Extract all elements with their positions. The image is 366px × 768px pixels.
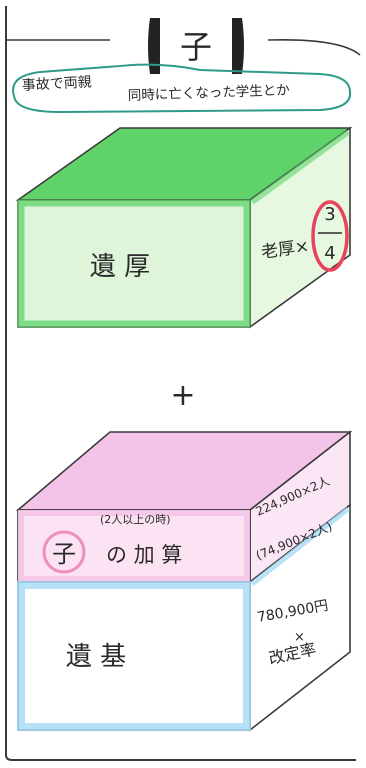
bottom-box-front-lower [18, 582, 250, 730]
plus-sign: + [170, 378, 195, 413]
header-title-text: 子 [180, 28, 212, 66]
note-line2: 同時に亡くなった学生とか [128, 82, 291, 104]
bracket-right-shape [232, 18, 244, 74]
fraction-denominator: 4 [324, 243, 335, 264]
bottom-box-child-char: 子 [52, 540, 76, 568]
bottom-box: (2人以上の時) 子 の 加 算 224,900×2人 (74,900×2人) … [18, 432, 350, 730]
bottom-box-upper-note: (2人以上の時) [100, 513, 171, 526]
top-box-front-label: 遺 厚 [90, 252, 150, 282]
note-bubble: 事故で両親 同時に亡くなった学生とか [13, 65, 350, 112]
note-line1: 事故で両親 [21, 74, 92, 94]
fraction-numerator: 3 [324, 204, 335, 225]
top-box: 遺 厚 老厚× 3 4 [18, 128, 350, 327]
bottom-box-addition-label: の 加 算 [106, 543, 182, 567]
bottom-box-lower-front-label: 遺 基 [66, 642, 126, 672]
header-line-right [268, 40, 360, 55]
